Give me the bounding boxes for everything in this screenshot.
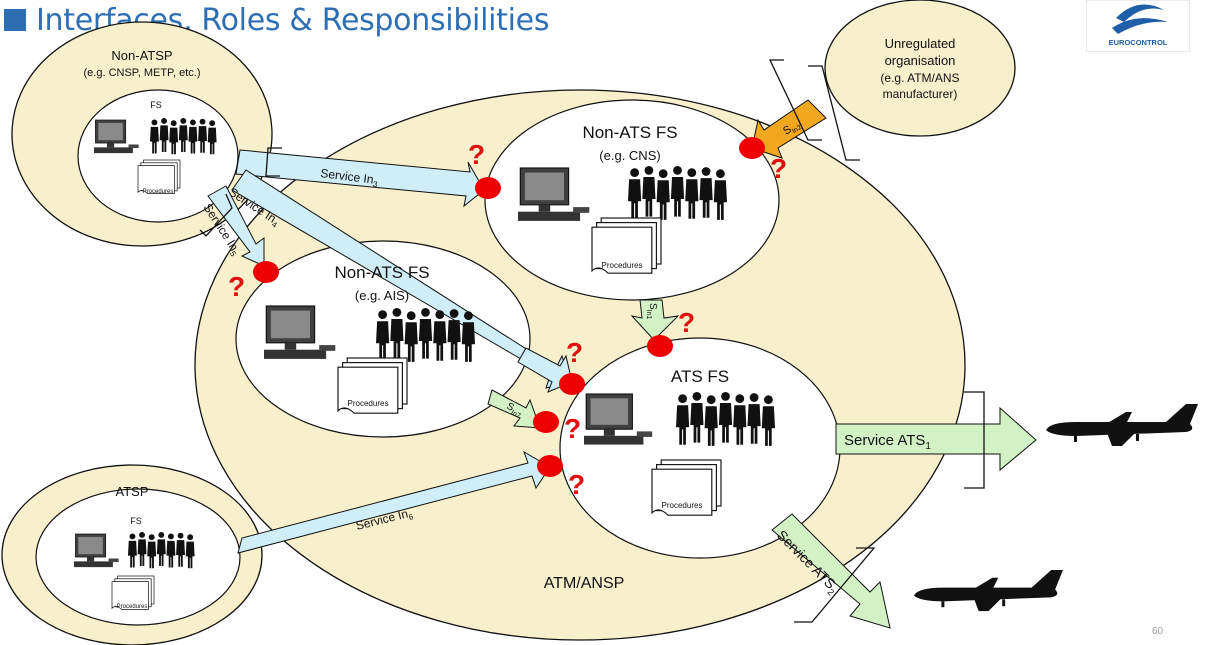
service-ats1-sub: 1 <box>925 441 931 452</box>
service-in2-arrow: SIn2 <box>751 99 827 159</box>
interface-dot <box>253 261 279 283</box>
interface-dot <box>559 373 585 395</box>
question-mark: ? <box>770 153 787 184</box>
service-in1-sub: In1 <box>645 310 652 320</box>
atm-ansp-label: ATM/ANSP <box>544 575 625 592</box>
service-in1-label: S <box>647 303 658 310</box>
question-mark: ? <box>566 337 583 368</box>
service-in7-arrow: SIn7 <box>487 389 541 429</box>
logo-text: EUROCONTROL <box>1109 38 1168 47</box>
atsp-fs-ellipse <box>35 488 241 626</box>
procedures-label: Procedures <box>117 604 148 610</box>
ats-fs-name: ATS FS <box>671 367 729 386</box>
boundary-brackets <box>199 59 985 623</box>
service-ats1-arrow: Service ATS1 <box>835 406 1037 472</box>
non-ats-cns-example: (e.g. CNS) <box>599 148 660 163</box>
unregulated-line2: organisation <box>885 53 956 68</box>
question-mark: ? <box>228 271 245 302</box>
non-ats-cns-name: Non-ATS FS <box>582 123 677 142</box>
atsp-name: ATSP <box>116 484 149 499</box>
question-mark: ? <box>564 413 581 444</box>
svg-text:Service In3: Service In3 <box>319 166 379 189</box>
non-atsp-example: (e.g. CNSP, METP, etc.) <box>84 67 201 79</box>
interface-dot <box>647 335 673 357</box>
svg-text:SIn1: SIn1 <box>645 303 658 320</box>
service-in7-label: S <box>505 401 516 414</box>
procedures-label: Procedures <box>662 501 703 510</box>
service-in3-sub: 3 <box>372 180 378 190</box>
question-mark: ? <box>468 139 485 170</box>
procedures-label: Procedures <box>602 261 643 270</box>
svg-text:Service ATS1: Service ATS1 <box>844 432 931 452</box>
title-square-bullet <box>4 9 26 31</box>
procedures-label: Procedures <box>143 189 174 195</box>
service-in1-arrow: SIn1 <box>630 299 680 341</box>
service-in4-sub: 4 <box>270 220 279 230</box>
unregulated-line1: Unregulated <box>885 36 956 51</box>
service-ats1-label: Service ATS <box>844 432 925 449</box>
service-in2-sub: In2 <box>791 124 803 135</box>
procedures-label: Procedures <box>348 399 389 408</box>
aircraft-icon <box>1046 404 1198 446</box>
interface-dot <box>537 455 563 477</box>
atsp-fs-label: FS <box>130 516 142 526</box>
question-mark: ? <box>568 469 585 500</box>
interface-dot <box>739 137 765 159</box>
interface-points <box>253 137 765 477</box>
service-in3-arrow: Service In3 <box>235 149 485 208</box>
service-ats2-sub: 2 <box>825 587 836 598</box>
page-number: 60 <box>1152 626 1164 637</box>
unregulated-line4: manufacturer) <box>883 87 958 101</box>
interface-dot <box>533 411 559 433</box>
unregulated-line3: (e.g. ATM/ANS <box>880 71 959 85</box>
service-in5-sub: 5 <box>228 250 238 259</box>
aircraft-icon <box>914 569 1063 612</box>
unregulated-org-ellipse <box>824 0 1016 137</box>
interface-dot <box>475 177 501 199</box>
non-ats-ais-name: Non-ATS FS <box>334 263 429 282</box>
service-in6-sub: 6 <box>408 512 415 522</box>
svg-text:SIn7: SIn7 <box>504 401 525 420</box>
non-atsp-fs-label: FS <box>150 100 162 110</box>
non-ats-ais-example: (e.g. AIS) <box>355 288 409 303</box>
eurocontrol-logo: EUROCONTROL <box>1086 0 1190 52</box>
question-mark: ? <box>678 307 695 338</box>
service-in3-label: Service In <box>320 166 375 186</box>
service-in7-sub: In7 <box>510 409 522 420</box>
non-atsp-name: Non-ATSP <box>111 48 172 63</box>
